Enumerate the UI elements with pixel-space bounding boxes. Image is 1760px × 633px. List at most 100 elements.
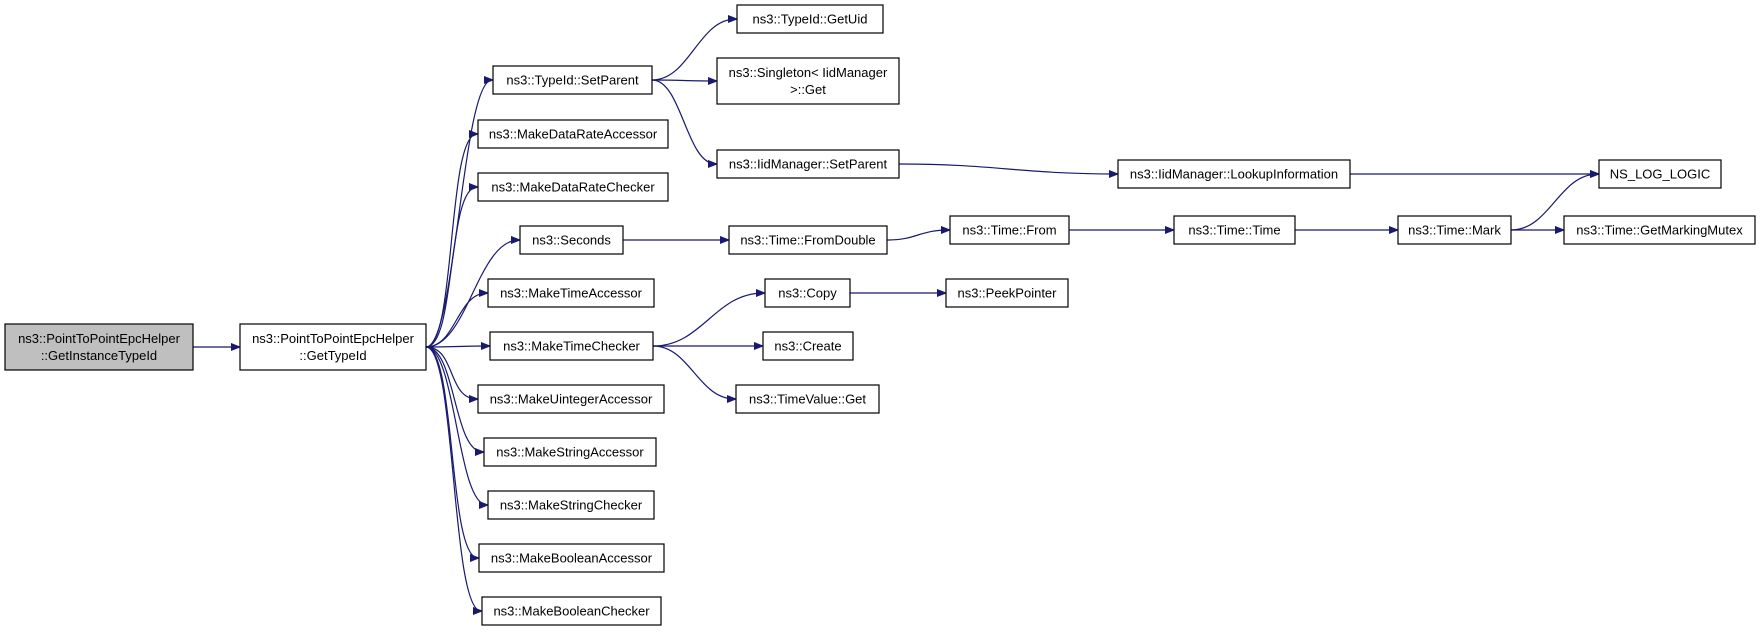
node-mba[interactable]: ns3::MakeBooleanAccessor bbox=[478, 543, 665, 573]
node-mdrc[interactable]: ns3::MakeDataRateChecker bbox=[477, 172, 669, 202]
edge-gettid-to-mbc bbox=[425, 346, 481, 611]
edge-fromdouble-to-from bbox=[886, 230, 949, 241]
node-peek-label-0: ns3::PeekPointer bbox=[957, 286, 1057, 301]
edge-gettid-to-mdra bbox=[425, 134, 477, 348]
edge-mark-to-nslog bbox=[1510, 174, 1598, 231]
node-peek[interactable]: ns3::PeekPointer bbox=[945, 278, 1069, 308]
edge-gettid-to-mtc bbox=[425, 346, 489, 347]
node-tvget-label-0: ns3::TimeValue::Get bbox=[749, 392, 866, 407]
node-from-box bbox=[949, 215, 1070, 245]
node-gettid-label-0: ns3::PointToPointEpcHelper bbox=[252, 331, 415, 346]
node-mark-box bbox=[1397, 215, 1512, 245]
edge-gettid-to-mua bbox=[425, 346, 477, 399]
node-getuid-box bbox=[736, 4, 884, 34]
node-root-label-0: ns3::PointToPointEpcHelper bbox=[18, 331, 181, 346]
node-root-label-1: ::GetInstanceTypeId bbox=[41, 348, 157, 363]
node-mtc-label-0: ns3::MakeTimeChecker bbox=[503, 339, 640, 354]
edge-gettid-to-msc bbox=[425, 346, 487, 505]
edge-setparent-to-getuid bbox=[651, 19, 736, 81]
node-nslog-label-0: NS_LOG_LOGIC bbox=[1610, 167, 1710, 182]
node-msa-label-0: ns3::MakeStringAccessor bbox=[496, 445, 644, 460]
node-lookup[interactable]: ns3::IidManager::LookupInformation bbox=[1117, 159, 1351, 189]
node-mbc-label-0: ns3::MakeBooleanChecker bbox=[493, 604, 650, 619]
node-mutex-box bbox=[1563, 215, 1756, 245]
node-nslog-box bbox=[1598, 159, 1722, 189]
edges-layer bbox=[192, 19, 1598, 611]
node-copy[interactable]: ns3::Copy bbox=[764, 278, 851, 308]
node-time[interactable]: ns3::Time::Time bbox=[1173, 215, 1296, 245]
node-mdrc-box bbox=[477, 172, 669, 202]
node-fromdouble[interactable]: ns3::Time::FromDouble bbox=[728, 225, 888, 255]
node-mta[interactable]: ns3::MakeTimeAccessor bbox=[487, 278, 655, 308]
node-mutex[interactable]: ns3::Time::GetMarkingMutex bbox=[1563, 215, 1756, 245]
node-iidsetparent-box bbox=[716, 149, 900, 179]
node-mtc[interactable]: ns3::MakeTimeChecker bbox=[489, 331, 654, 361]
edge-mtc-to-copy bbox=[652, 293, 764, 347]
node-msa[interactable]: ns3::MakeStringAccessor bbox=[483, 437, 657, 467]
node-root-box bbox=[4, 323, 194, 371]
node-from-label-0: ns3::Time::From bbox=[962, 223, 1056, 238]
node-create-box bbox=[762, 331, 854, 361]
node-seconds[interactable]: ns3::Seconds bbox=[519, 225, 624, 255]
node-mua-label-0: ns3::MakeUintegerAccessor bbox=[490, 392, 653, 407]
node-mua[interactable]: ns3::MakeUintegerAccessor bbox=[477, 384, 665, 414]
node-mta-box bbox=[487, 278, 655, 308]
node-mdra-label-0: ns3::MakeDataRateAccessor bbox=[489, 127, 658, 142]
node-tvget[interactable]: ns3::TimeValue::Get bbox=[735, 384, 880, 414]
edge-gettid-to-mta bbox=[425, 293, 487, 348]
node-msa-box bbox=[483, 437, 657, 467]
node-root[interactable]: ns3::PointToPointEpcHelper::GetInstanceT… bbox=[4, 323, 194, 371]
node-mdra[interactable]: ns3::MakeDataRateAccessor bbox=[477, 119, 669, 149]
edge-setparent-to-singleton bbox=[651, 80, 716, 81]
node-fromdouble-label-0: ns3::Time::FromDouble bbox=[740, 233, 875, 248]
node-create[interactable]: ns3::Create bbox=[762, 331, 854, 361]
node-setparent-label-0: ns3::TypeId::SetParent bbox=[506, 73, 639, 88]
node-mbc[interactable]: ns3::MakeBooleanChecker bbox=[481, 596, 662, 626]
node-singleton-label-0: ns3::Singleton< IidManager bbox=[729, 65, 888, 80]
node-peek-box bbox=[945, 278, 1069, 308]
node-msc-label-0: ns3::MakeStringChecker bbox=[500, 498, 643, 513]
node-singleton-box bbox=[716, 57, 900, 105]
edge-mtc-to-tvget bbox=[652, 345, 735, 399]
edge-gettid-to-mdrc bbox=[425, 187, 477, 348]
node-copy-label-0: ns3::Copy bbox=[778, 286, 837, 301]
node-getuid-label-0: ns3::TypeId::GetUid bbox=[753, 12, 868, 27]
node-iidsetparent-label-0: ns3::IidManager::SetParent bbox=[729, 157, 888, 172]
node-gettid[interactable]: ns3::PointToPointEpcHelper::GetTypeId bbox=[239, 323, 427, 371]
node-lookup-box bbox=[1117, 159, 1351, 189]
edge-iidsetparent-to-lookup bbox=[898, 163, 1117, 174]
node-mutex-label-0: ns3::Time::GetMarkingMutex bbox=[1576, 223, 1743, 238]
nodes-layer: ns3::PointToPointEpcHelper::GetInstanceT… bbox=[4, 4, 1756, 626]
node-mua-box bbox=[477, 384, 665, 414]
edge-gettid-to-mba bbox=[425, 346, 478, 558]
node-nslog[interactable]: NS_LOG_LOGIC bbox=[1598, 159, 1722, 189]
node-fromdouble-box bbox=[728, 225, 888, 255]
node-singleton[interactable]: ns3::Singleton< IidManager>::Get bbox=[716, 57, 900, 105]
node-copy-box bbox=[764, 278, 851, 308]
node-mark[interactable]: ns3::Time::Mark bbox=[1397, 215, 1512, 245]
node-time-label-0: ns3::Time::Time bbox=[1188, 223, 1280, 238]
node-lookup-label-0: ns3::IidManager::LookupInformation bbox=[1130, 167, 1338, 182]
node-seconds-box bbox=[519, 225, 624, 255]
edge-setparent-to-iidsetparent bbox=[651, 79, 716, 164]
node-seconds-label-0: ns3::Seconds bbox=[532, 233, 611, 248]
node-msc[interactable]: ns3::MakeStringChecker bbox=[487, 490, 655, 520]
node-iidsetparent[interactable]: ns3::IidManager::SetParent bbox=[716, 149, 900, 179]
node-gettid-label-1: ::GetTypeId bbox=[299, 348, 366, 363]
node-mdrc-label-0: ns3::MakeDataRateChecker bbox=[491, 180, 655, 195]
node-mdra-box bbox=[477, 119, 669, 149]
node-singleton-label-1: >::Get bbox=[790, 82, 826, 97]
node-mark-label-0: ns3::Time::Mark bbox=[1408, 223, 1501, 238]
node-mba-label-0: ns3::MakeBooleanAccessor bbox=[491, 551, 653, 566]
node-mtc-box bbox=[489, 331, 654, 361]
node-msc-box bbox=[487, 490, 655, 520]
node-setparent-box bbox=[492, 65, 653, 95]
node-time-box bbox=[1173, 215, 1296, 245]
node-create-label-0: ns3::Create bbox=[774, 339, 841, 354]
node-setparent[interactable]: ns3::TypeId::SetParent bbox=[492, 65, 653, 95]
node-from[interactable]: ns3::Time::From bbox=[949, 215, 1070, 245]
edge-gettid-to-msa bbox=[425, 346, 483, 452]
node-tvget-box bbox=[735, 384, 880, 414]
node-getuid[interactable]: ns3::TypeId::GetUid bbox=[736, 4, 884, 34]
